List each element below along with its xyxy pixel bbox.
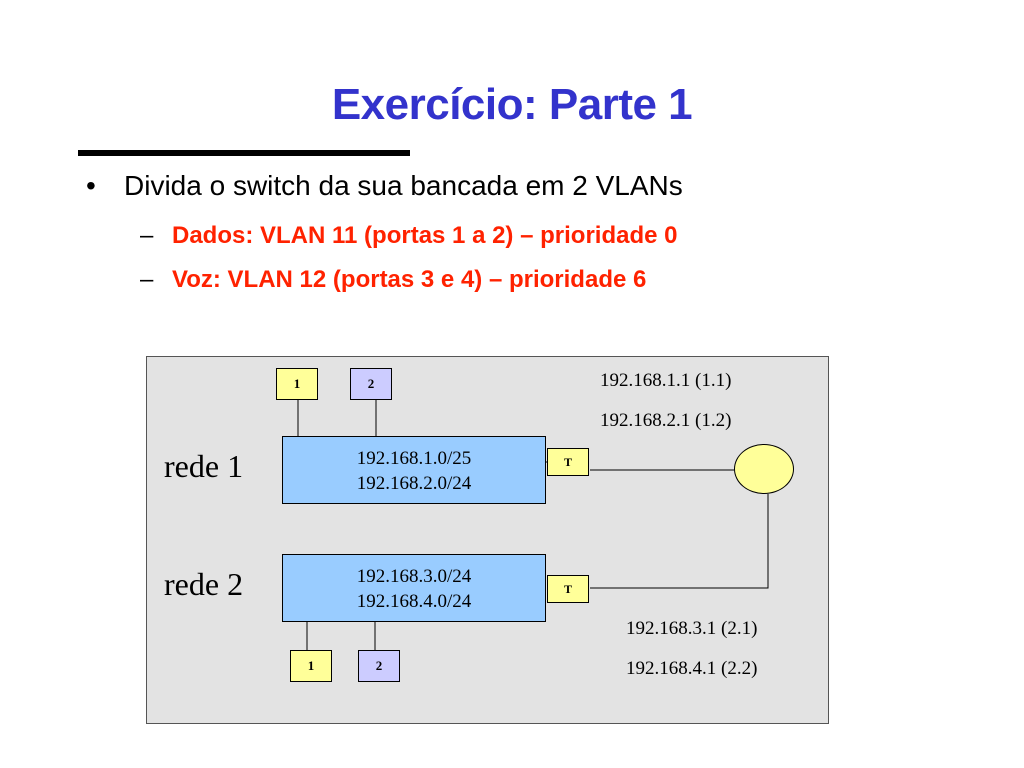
rede2-label: rede 2 [164,566,244,602]
sub-item-dados: –Dados: VLAN 11 (portas 1 a 2) – priorid… [140,222,677,250]
rede1-subnet-1: 192.168.1.0/25 [356,448,472,469]
rede1-switch: 192.168.1.0/25 192.168.2.0/24 [282,436,546,504]
router-ip-2-1: 192.168.3.1 (2.1) [626,618,758,639]
rede2-switch: 192.168.3.0/24 192.168.4.0/24 [282,554,546,622]
bullet-marker: • [86,170,96,201]
network-diagram [146,356,829,724]
rede1-trunk-port: T [547,448,589,476]
rede2-subnet-1: 192.168.3.0/24 [356,566,472,587]
bullet-text: Divida o switch da sua bancada em 2 VLAN… [124,170,683,201]
router-node [734,444,794,494]
rede2-subnet-2: 192.168.4.0/24 [356,591,472,612]
router-ip-1-2: 192.168.2.1 (1.2) [600,410,732,431]
sub-item-dash: – [140,222,154,249]
sub-item-text: Dados: VLAN 11 (portas 1 a 2) – priorida… [172,222,678,249]
rede2-port-1: 1 [290,650,332,682]
rede1-subnet-2: 192.168.2.0/24 [356,473,472,494]
rede1-port-1: 1 [276,368,318,400]
router-ip-2-2: 192.168.4.1 (2.2) [626,658,758,679]
rede2-trunk-port: T [547,575,589,603]
bullet-item: • Divida o switch da sua bancada em 2 VLA… [86,170,683,202]
rede1-port-2: 2 [350,368,392,400]
router-ip-1-1: 192.168.1.1 (1.1) [600,370,732,391]
wire-router-to-r2 [590,494,769,589]
title-underline [78,150,410,156]
slide-title: Exercício: Parte 1 [331,80,693,129]
sub-item-dash: – [140,266,154,293]
sub-item-voz: –Voz: VLAN 12 (portas 3 e 4) – prioridad… [140,266,646,294]
rede1-label: rede 1 [164,448,244,484]
rede2-port-2: 2 [358,650,400,682]
sub-item-text: Voz: VLAN 12 (portas 3 e 4) – prioridade… [172,266,647,293]
